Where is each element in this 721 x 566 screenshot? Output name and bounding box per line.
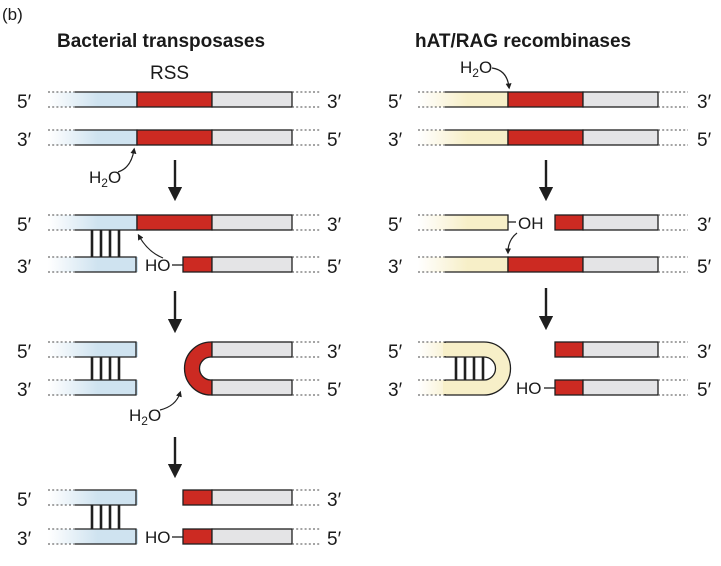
panel-label: (b) bbox=[2, 5, 23, 24]
svg-text:3′: 3′ bbox=[17, 380, 32, 401]
svg-text:5′: 5′ bbox=[697, 130, 712, 151]
svg-text:HO: HO bbox=[145, 256, 171, 275]
right-title: hAT/RAG recombinases bbox=[415, 31, 631, 52]
svg-text:3′: 3′ bbox=[697, 92, 712, 113]
left-step2-attack-arrow bbox=[137, 233, 164, 259]
svg-text:3′: 3′ bbox=[388, 257, 403, 278]
left-step4-transposon: HO 3′ 5′ bbox=[145, 489, 342, 550]
svg-text:3′: 3′ bbox=[17, 130, 32, 151]
right-step2-top-strand: 5′ OH 3′ bbox=[388, 214, 712, 236]
svg-text:3′: 3′ bbox=[17, 529, 32, 550]
svg-text:H2O: H2O bbox=[89, 168, 121, 190]
right-step1-bottom-strand: 3′ 5′ bbox=[388, 129, 712, 151]
svg-text:HO: HO bbox=[516, 379, 542, 398]
svg-text:5′: 5′ bbox=[327, 380, 342, 401]
svg-text:5′: 5′ bbox=[327, 130, 342, 151]
right-step3-transposon: HO 3′ 5′ bbox=[516, 341, 712, 401]
left-step3-hairpin: 3′ 5′ bbox=[183, 341, 342, 401]
left-step1-top-strand: 5′ 3′ bbox=[17, 91, 342, 113]
left-step1-bottom-strand: 3′ 5′ bbox=[17, 129, 342, 151]
svg-text:5′: 5′ bbox=[17, 490, 32, 511]
svg-text:3′: 3′ bbox=[327, 490, 342, 511]
svg-text:5′: 5′ bbox=[388, 342, 403, 363]
left-step1-water: H2O bbox=[89, 147, 137, 190]
svg-text:3′: 3′ bbox=[697, 342, 712, 363]
left-step3-flank: 5′ 3′ bbox=[17, 341, 138, 401]
svg-text:3′: 3′ bbox=[17, 257, 32, 278]
svg-text:5′: 5′ bbox=[327, 529, 342, 550]
svg-text:5′: 5′ bbox=[697, 380, 712, 401]
svg-text:3′: 3′ bbox=[327, 342, 342, 363]
left-step2-top-strand: 5′ 3′ bbox=[17, 214, 342, 236]
svg-text:5′: 5′ bbox=[697, 257, 712, 278]
svg-text:H2O: H2O bbox=[129, 406, 161, 428]
svg-text:3′: 3′ bbox=[388, 380, 403, 401]
svg-text:5′: 5′ bbox=[17, 215, 32, 236]
svg-text:5′: 5′ bbox=[327, 257, 342, 278]
svg-text:H2O: H2O bbox=[460, 58, 492, 80]
svg-text:5′: 5′ bbox=[17, 342, 32, 363]
right-step2-attack-arrow bbox=[505, 232, 518, 255]
right-step2-bottom-strand: 3′ 5′ bbox=[388, 256, 712, 278]
left-step2-bottom-strand: 3′ HO 5′ bbox=[17, 256, 342, 278]
right-step1-water: H2O bbox=[460, 58, 512, 90]
svg-text:HO: HO bbox=[145, 528, 171, 547]
svg-text:5′: 5′ bbox=[388, 215, 403, 236]
rss-label: RSS bbox=[150, 63, 189, 84]
left-step4-flank: 5′ 3′ bbox=[17, 489, 138, 550]
svg-text:5′: 5′ bbox=[388, 92, 403, 113]
svg-text:3′: 3′ bbox=[697, 215, 712, 236]
svg-text:3′: 3′ bbox=[388, 130, 403, 151]
left-title: Bacterial transposases bbox=[57, 31, 265, 52]
svg-text:OH: OH bbox=[518, 214, 544, 233]
right-step3-hairpin-flank: 5′ 3′ bbox=[388, 341, 512, 401]
svg-text:5′: 5′ bbox=[17, 92, 32, 113]
left-step2-bonds bbox=[90, 230, 121, 257]
right-step1-top-strand: 5′ 3′ bbox=[388, 91, 712, 113]
left-step3-water: H2O bbox=[129, 390, 182, 428]
svg-text:3′: 3′ bbox=[327, 215, 342, 236]
svg-text:3′: 3′ bbox=[327, 92, 342, 113]
